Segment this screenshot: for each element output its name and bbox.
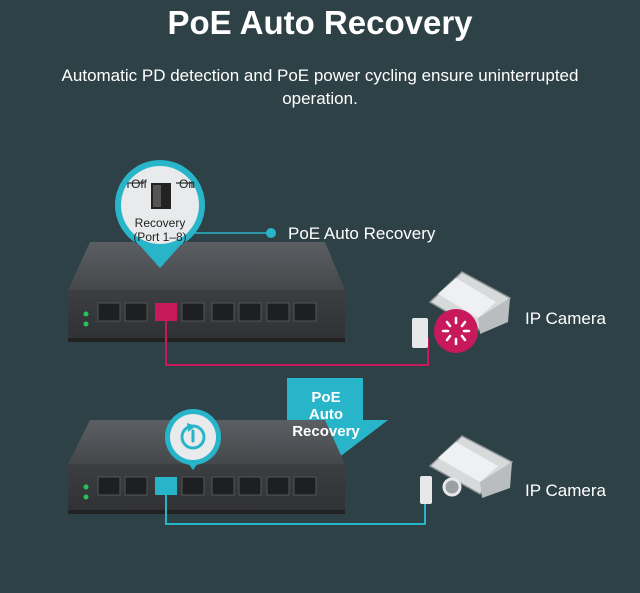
camera-top	[412, 271, 512, 353]
callout-label: PoE Auto Recovery	[288, 224, 436, 243]
camera-top-label: IP Camera	[525, 309, 606, 328]
arrow-line-2: Auto	[308, 406, 344, 423]
page-title: PoE Auto Recovery	[167, 4, 473, 41]
camera-bottom-label: IP Camera	[525, 481, 606, 500]
cable-top	[165, 321, 429, 366]
arrow-line-3: Recovery	[292, 423, 360, 440]
page-subtitle: Automatic PD detection and PoE power cyc…	[61, 66, 579, 108]
switch-ports-label: (Port 1–8)	[133, 230, 187, 244]
port-row-top	[97, 302, 317, 322]
switch-top	[68, 242, 345, 342]
recovery-icon-callout	[165, 409, 221, 470]
callout-dot	[266, 228, 276, 238]
switch-off-label: Off	[131, 177, 147, 191]
dip-switch-callout	[115, 160, 205, 268]
arrow-line-1: PoE	[311, 389, 341, 406]
switch-on-label: On	[178, 177, 195, 191]
camera-bottom	[420, 435, 514, 504]
port-row-bottom	[97, 476, 317, 496]
arrow-text: PoE Auto Recovery	[276, 389, 376, 440]
switch-name-label: Recovery	[134, 216, 186, 230]
cable-bottom	[165, 495, 426, 525]
